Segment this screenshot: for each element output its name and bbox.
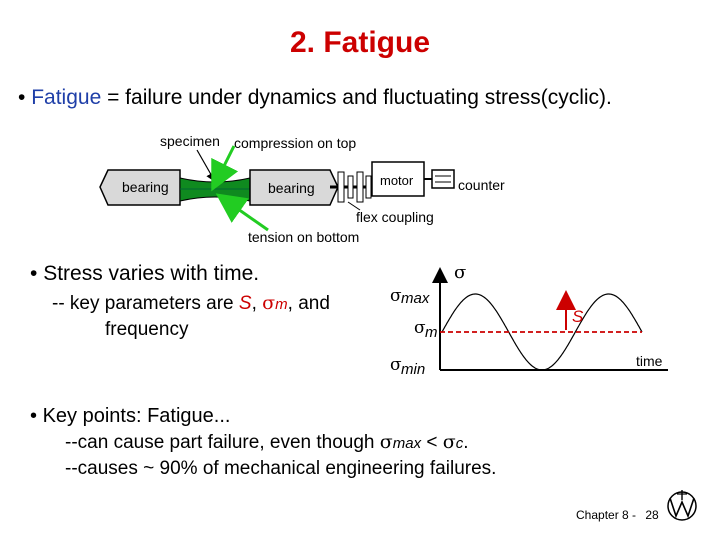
chapter-label: Chapter 8 - — [576, 508, 637, 522]
compression-arrow — [211, 145, 239, 192]
sigma-m-symbol: σ — [414, 318, 426, 338]
bearing-right-label: bearing — [268, 180, 315, 196]
params-suffix: , and — [287, 293, 330, 314]
key-points-heading-line: • Key points: Fatigue... — [30, 405, 230, 428]
sigma-max-symbol: σ — [390, 286, 402, 306]
sigma-axis-label: σ — [454, 262, 466, 283]
left-bearing-block — [99, 169, 181, 206]
specimen-pointer — [196, 149, 216, 183]
fatigue-term: Fatigue — [31, 86, 102, 109]
stress-cycle-curve — [441, 293, 643, 371]
specimen-label: specimen — [160, 133, 220, 149]
tension-label: tension on bottom — [248, 229, 359, 245]
flex-coupling-label: flex coupling — [356, 209, 434, 225]
bullet: • — [30, 262, 38, 285]
flex-coupling-pointer — [347, 201, 361, 211]
right-bearing-block — [249, 169, 339, 206]
param-s: S — [238, 293, 252, 314]
period: . — [463, 432, 469, 453]
sigma-min-subscript: min — [401, 361, 425, 378]
motor-label: motor — [380, 173, 414, 188]
sigma-m-subscript: m — [425, 324, 438, 341]
less-than: < — [421, 432, 443, 453]
chapter-footer: Chapter 8 - 28 — [576, 508, 659, 522]
frequency-line: frequency — [105, 319, 189, 340]
stress-heading-line: • Stress varies with time. — [30, 262, 259, 286]
max-subscript: max — [392, 435, 422, 452]
s-label: S — [572, 307, 584, 326]
bullet: • — [18, 86, 26, 109]
stress-heading: Stress varies with time. — [43, 262, 260, 285]
key-point-1-text: --can cause part failure, even though — [65, 432, 380, 453]
params-prefix: -- key parameters are — [52, 293, 239, 314]
flex-coupling-shape — [330, 171, 372, 203]
tension-arrow — [215, 193, 269, 232]
sigma-max-subscript: max — [401, 290, 430, 307]
bullet: • — [30, 405, 38, 427]
fatigue-definition: = failure under dynamics and fluctuating… — [101, 86, 612, 109]
param-m-subscript: m — [275, 296, 288, 313]
sigma-c-symbol: σ — [442, 431, 456, 453]
intro-bullet-line: • Fatigue = failure under dynamics and f… — [18, 86, 612, 110]
c-subscript: c — [455, 435, 464, 452]
counter-label: counter — [458, 177, 505, 193]
key-parameters-line: -- key parameters are S, σm, and — [52, 292, 330, 315]
key-points-heading: Key points: Fatigue... — [42, 405, 231, 427]
key-point-2: --causes ~ 90% of mechanical engineering… — [65, 458, 497, 479]
time-label: time — [636, 353, 663, 369]
key-point-1: --can cause part failure, even though σm… — [65, 431, 469, 454]
compression-label: compression on top — [234, 135, 356, 151]
sigma-min-symbol: σ — [390, 355, 402, 375]
comma: , — [251, 293, 263, 314]
motor-box — [371, 161, 425, 197]
param-sigma: σ — [262, 292, 276, 314]
bearing-left-label: bearing — [122, 179, 169, 195]
page-number: 28 — [645, 508, 659, 522]
page-title: 2. Fatigue — [289, 26, 431, 59]
sigma-symbol: σ — [379, 431, 393, 453]
counter-device — [424, 169, 455, 189]
